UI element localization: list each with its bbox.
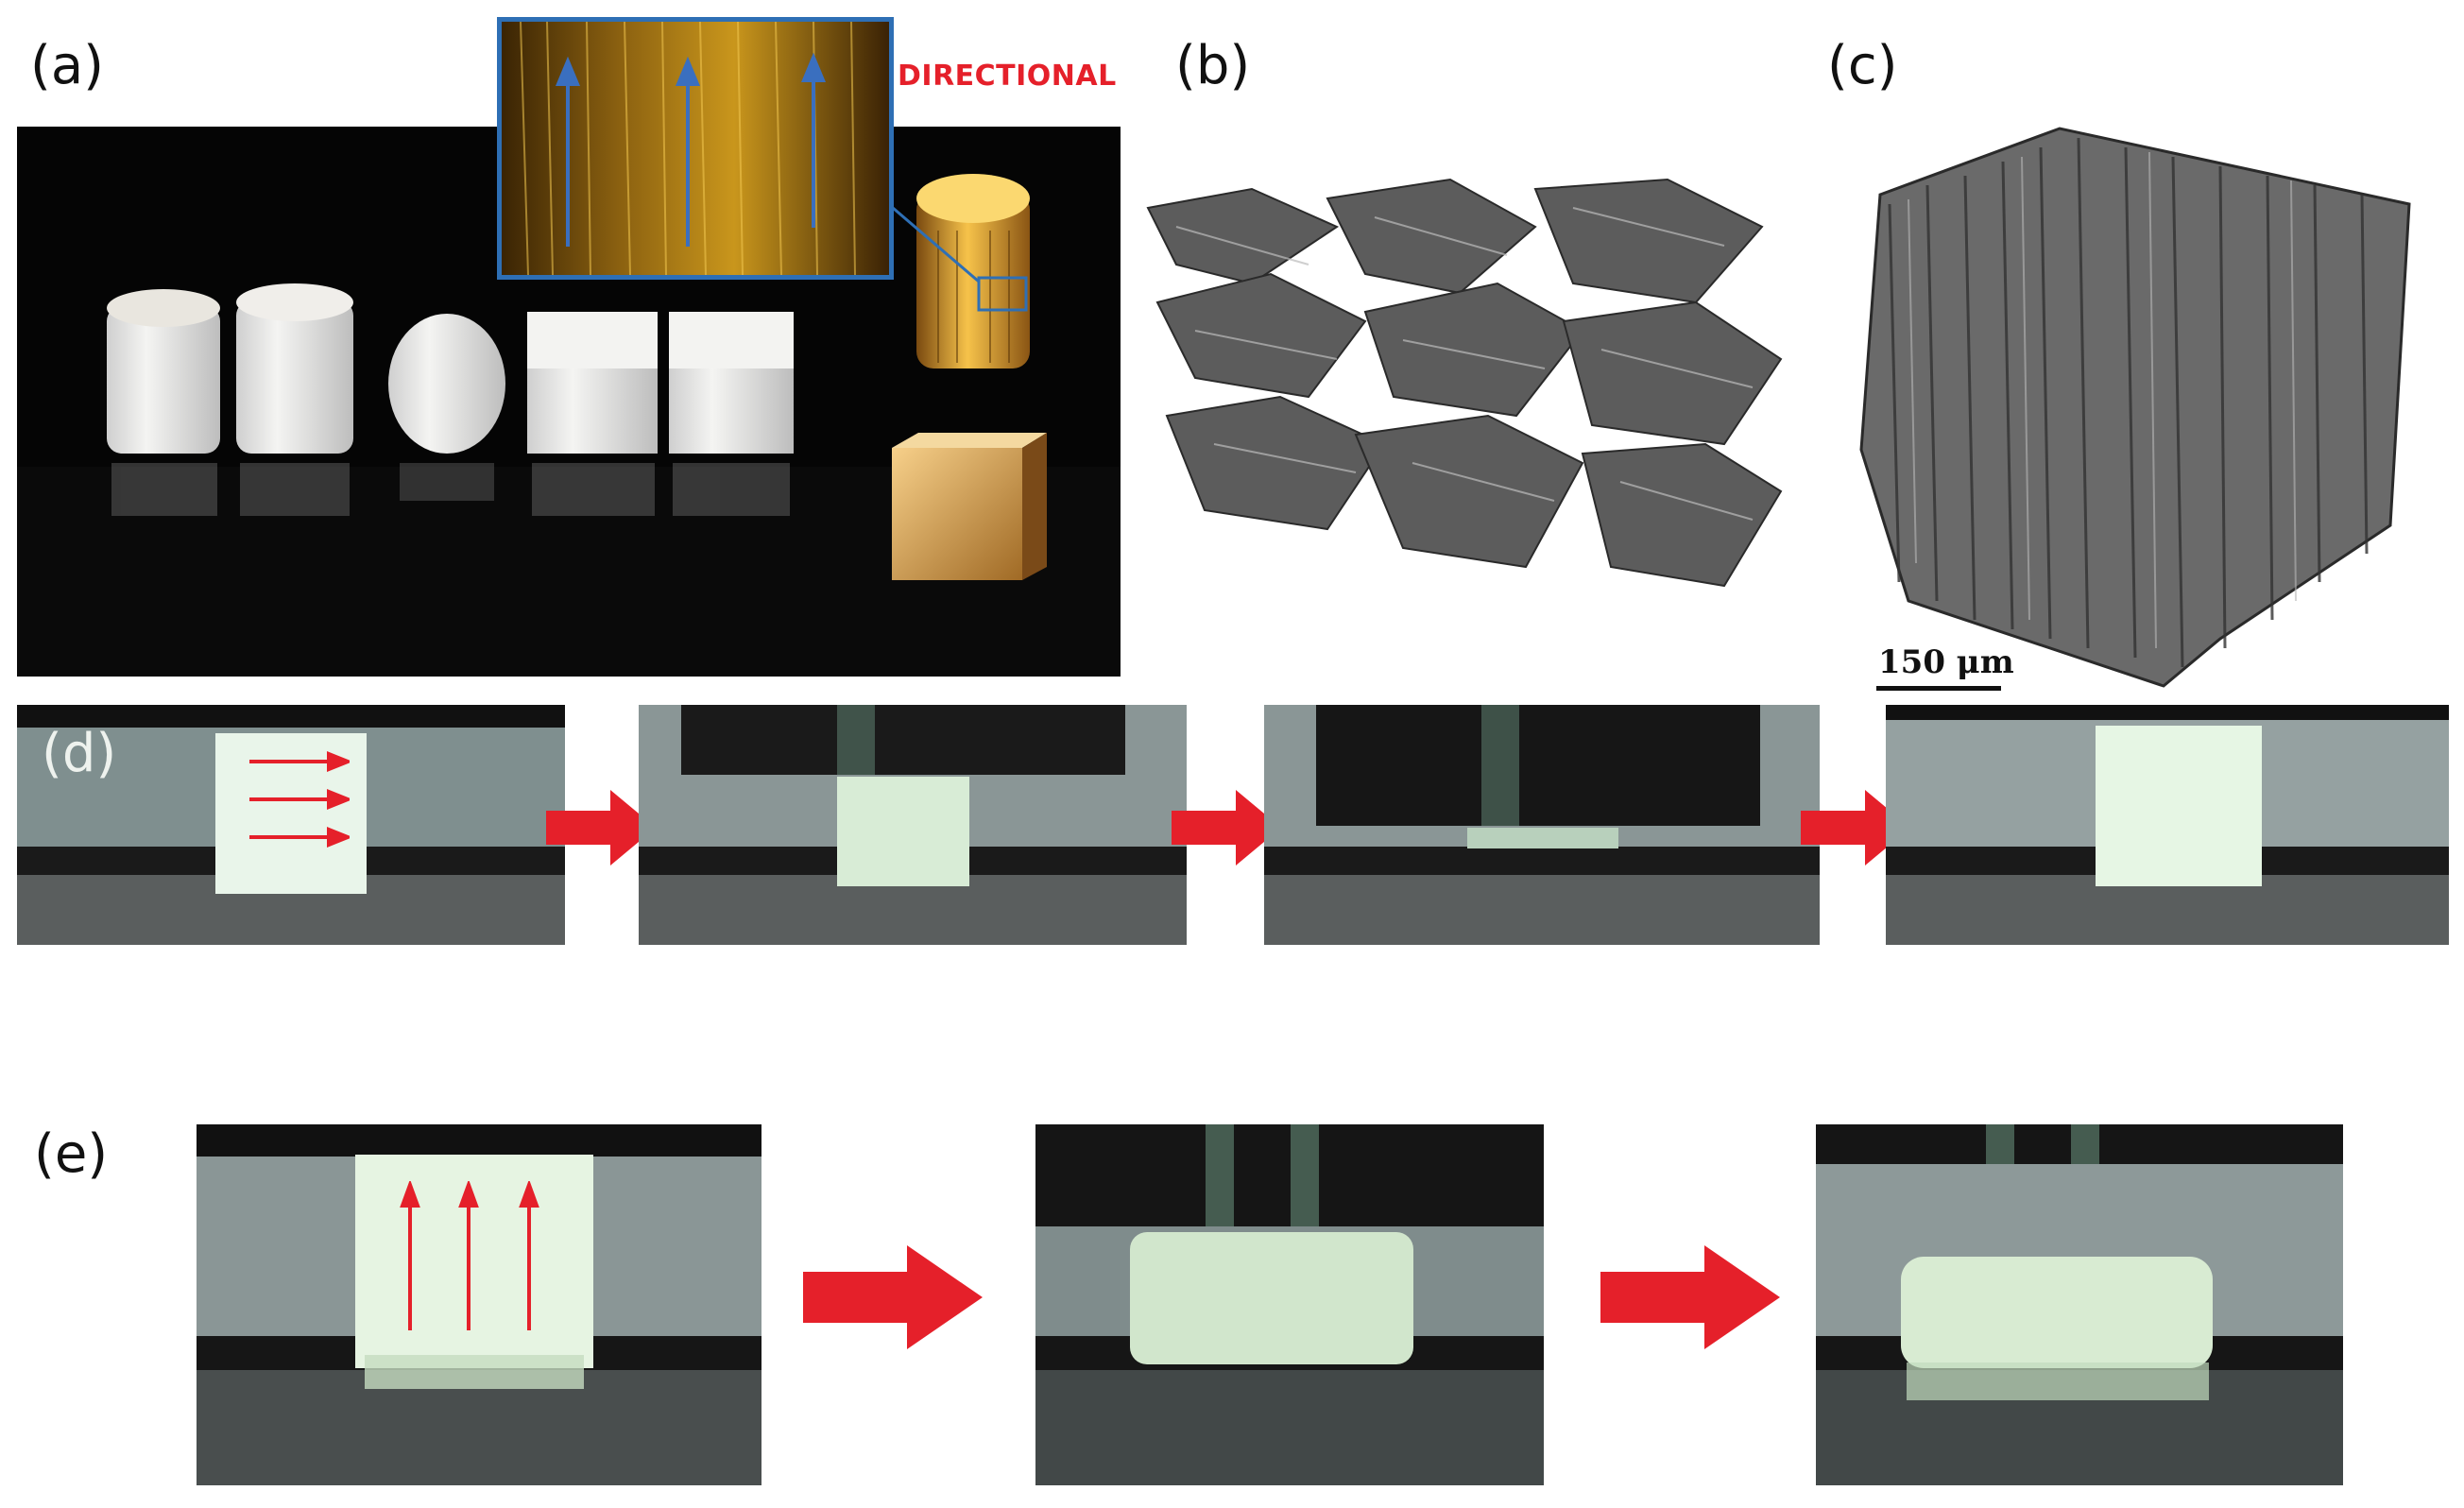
panel-d-frame-2 bbox=[639, 705, 1187, 945]
red-right-arrow-icon bbox=[1801, 790, 1910, 865]
panel-d-frame-4 bbox=[1886, 705, 2449, 945]
red-right-arrow-icon bbox=[1600, 1245, 1780, 1349]
glowing-cylinder bbox=[916, 174, 1030, 368]
panel-e-label: (e) bbox=[34, 1123, 109, 1185]
panel-a-label: (a) bbox=[30, 35, 105, 96]
red-thin-arrow-icon bbox=[397, 1179, 548, 1332]
sample-cylinder-2 bbox=[236, 283, 353, 454]
red-right-arrow-icon bbox=[546, 790, 656, 865]
sample-cube-2 bbox=[669, 312, 794, 454]
red-right-arrow-icon bbox=[1172, 790, 1281, 865]
glowing-cube bbox=[892, 433, 1047, 580]
panel-c-microct bbox=[1823, 91, 2428, 691]
sample-cube-1 bbox=[527, 312, 658, 454]
panel-b-microct bbox=[1138, 170, 1790, 605]
panel-d-label: (d) bbox=[42, 723, 117, 784]
panel-e-frame-3 bbox=[1816, 1124, 2343, 1485]
red-thin-arrow-icon bbox=[246, 737, 353, 860]
panel-d-frame-1 bbox=[17, 705, 565, 945]
panel-a-inset bbox=[497, 17, 894, 280]
panel-e-frame-2 bbox=[1035, 1124, 1544, 1485]
scale-bar-line bbox=[1876, 686, 2001, 691]
blue-up-arrow-icon bbox=[556, 52, 826, 247]
panel-c-label: (c) bbox=[1827, 35, 1898, 96]
directional-annotation: DIRECTIONAL bbox=[898, 60, 1117, 93]
scale-bar-label: 150 μm bbox=[1878, 643, 2014, 681]
red-right-arrow-icon bbox=[803, 1245, 983, 1349]
sample-cylinder-1 bbox=[107, 289, 220, 454]
sample-cylinder-3 bbox=[388, 314, 505, 454]
panel-d-frame-3 bbox=[1264, 705, 1820, 945]
panel-b-label: (b) bbox=[1175, 35, 1251, 96]
panel-e-frame-1 bbox=[197, 1124, 761, 1485]
